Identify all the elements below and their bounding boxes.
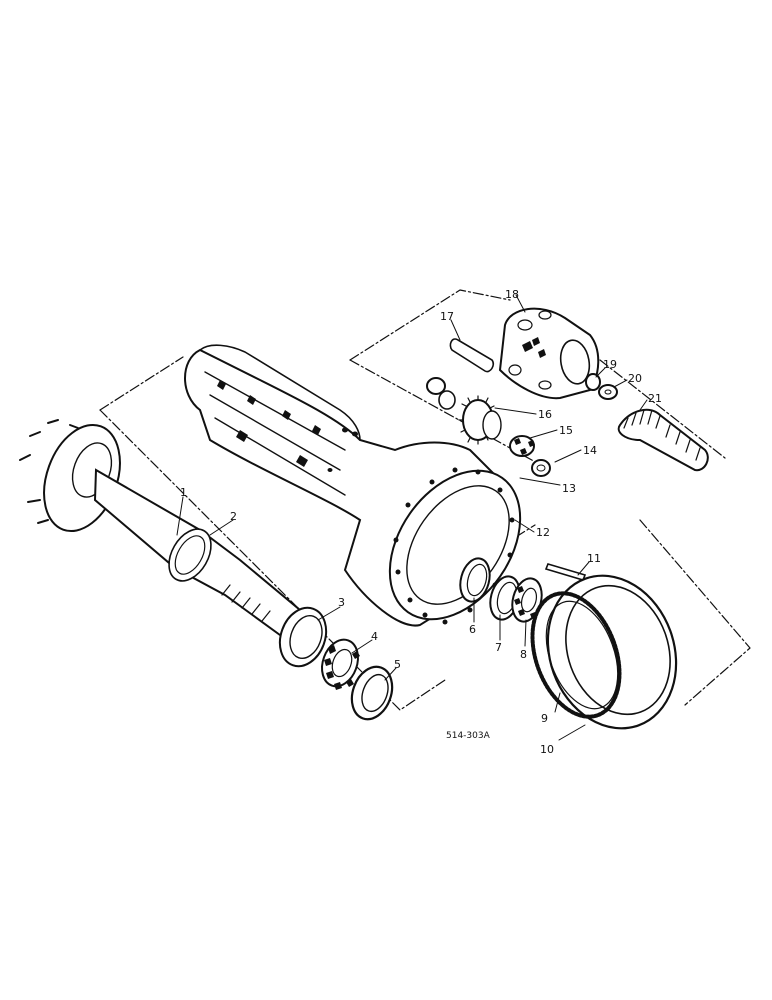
callout-11: 11 (587, 552, 601, 565)
washer-part-19 (585, 373, 601, 391)
callout-19: 19 (603, 358, 617, 371)
axle-shaft (19, 419, 303, 637)
callout-12: 12 (536, 526, 550, 539)
roller-bearing-part-4 (321, 638, 360, 690)
callout-8: 8 (520, 648, 527, 661)
callout-20: 20 (628, 372, 642, 385)
ring-gear-part-9-10 (530, 574, 678, 730)
callout-14: 14 (583, 444, 597, 457)
callout-18: 18 (505, 288, 519, 301)
callout-16: 16 (538, 408, 552, 421)
sun-shaft-part-21 (617, 408, 709, 472)
axle-group-bracket (99, 356, 446, 711)
callout-15: 15 (559, 424, 573, 437)
planet-carrier-part-18 (498, 307, 600, 400)
callout-21: 21 (648, 392, 662, 405)
callout-10: 10 (540, 743, 554, 756)
planet-gear-part-16 (458, 395, 502, 445)
callout-4: 4 (371, 630, 378, 643)
callout-3: 3 (338, 596, 345, 609)
washer-part-20 (598, 384, 618, 400)
bushing-part-15 (509, 435, 535, 457)
shaft-part-17 (449, 338, 495, 373)
bearing-cup-part-3 (278, 606, 328, 668)
callout-13: 13 (562, 482, 576, 495)
drawing-reference-code: 514-303A (446, 731, 491, 741)
bearing-cone-part-8 (511, 577, 543, 623)
callout-labels: 1 2 3 4 5 6 7 8 9 10 11 12 13 14 15 16 1… (180, 288, 662, 756)
callout-2: 2 (230, 510, 237, 523)
leader-lines (176, 294, 648, 741)
callout-7: 7 (495, 641, 502, 654)
oil-seal-part-6 (459, 557, 491, 603)
ring-gear-group-bracket (454, 519, 751, 706)
seal-part-5 (350, 665, 394, 721)
thrust-washer-left (426, 377, 456, 410)
callout-1: 1 (180, 486, 187, 499)
pin-part-11 (544, 563, 587, 581)
washer-part-14 (531, 459, 551, 477)
callout-6: 6 (469, 623, 476, 636)
callout-17: 17 (440, 310, 454, 323)
callout-9: 9 (541, 712, 548, 725)
callout-5: 5 (394, 658, 401, 671)
